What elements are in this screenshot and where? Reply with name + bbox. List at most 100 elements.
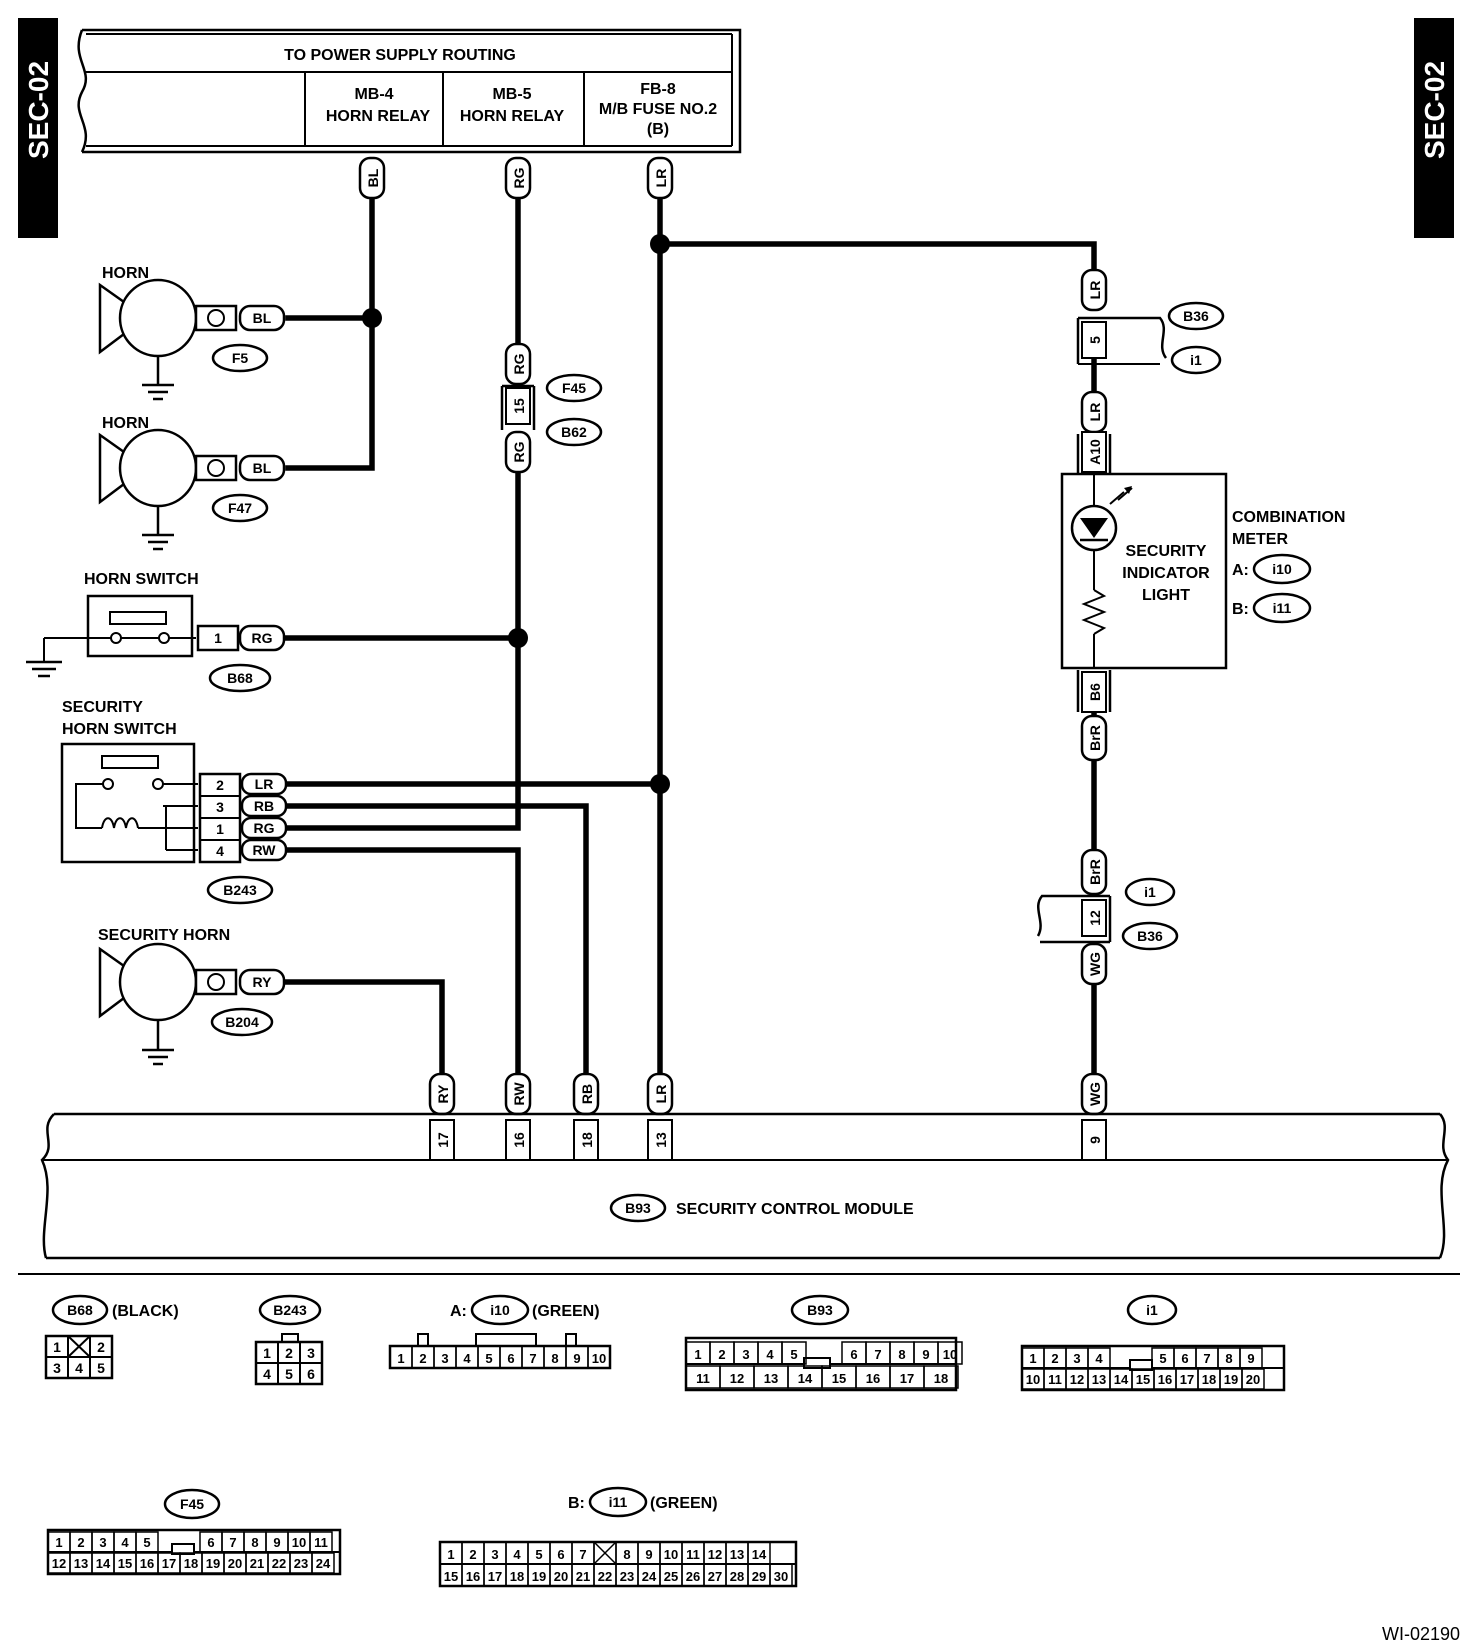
connector-pin-label: 18 bbox=[934, 1371, 948, 1386]
connector-pin-cell bbox=[135, 1531, 159, 1553]
connector-pin-label: 10 bbox=[664, 1547, 678, 1562]
svg-text:13: 13 bbox=[653, 1132, 669, 1148]
connector-pin-label: 20 bbox=[1246, 1372, 1260, 1387]
svg-text:LR: LR bbox=[1087, 403, 1103, 422]
svg-text:3: 3 bbox=[53, 1360, 61, 1376]
connector-pin-cell bbox=[923, 1365, 959, 1389]
svg-text:9: 9 bbox=[1087, 1136, 1103, 1144]
svg-text:4: 4 bbox=[263, 1366, 271, 1382]
connector-pin-label: 13 bbox=[764, 1371, 778, 1386]
svg-text:18: 18 bbox=[579, 1132, 595, 1148]
connector-pin-label: 1 bbox=[55, 1535, 62, 1550]
connector-pin-label: 6 bbox=[557, 1547, 564, 1562]
svg-text:RG: RG bbox=[511, 167, 527, 188]
svg-text:WG: WG bbox=[1087, 952, 1103, 976]
security-control-module: B93 SECURITY CONTROL MODULE bbox=[40, 1112, 1450, 1260]
terminal-9: WG 9 bbox=[1080, 1072, 1108, 1161]
connector-pin-label: 6 bbox=[850, 1347, 857, 1362]
security-horn-switch: SECURITY HORN SWITCH 2 3 1 4 LR RB RG RW… bbox=[60, 699, 288, 905]
connector-pin-label: 13 bbox=[74, 1556, 88, 1571]
security-horn-switch-title1: SECURITY bbox=[62, 699, 143, 716]
connector-pin-label: 15 bbox=[832, 1371, 846, 1386]
connector-pin-cell bbox=[769, 1563, 793, 1587]
connector-pin-label: 8 bbox=[898, 1347, 905, 1362]
connector-pin-label: 1 bbox=[447, 1547, 454, 1562]
connector-pin-label: 13 bbox=[1092, 1372, 1106, 1387]
svg-text:2: 2 bbox=[216, 777, 224, 793]
connector-pin-cell bbox=[1239, 1347, 1263, 1369]
svg-text:(GREEN): (GREEN) bbox=[532, 1303, 600, 1320]
combination-meter-title2: METER bbox=[1232, 531, 1288, 548]
connector-pin-label: 20 bbox=[554, 1569, 568, 1584]
connector-pin-label: 7 bbox=[579, 1547, 586, 1562]
connector-pin-label: 17 bbox=[900, 1371, 914, 1386]
connector-pin-label: 4 bbox=[766, 1347, 774, 1362]
svg-text:F45: F45 bbox=[180, 1496, 204, 1512]
connector-pin-label: 8 bbox=[551, 1351, 558, 1366]
connector-pin-label: 6 bbox=[507, 1351, 514, 1366]
connector-pin-label: 14 bbox=[752, 1547, 767, 1562]
connector-pin-label: 9 bbox=[273, 1535, 280, 1550]
svg-text:i11: i11 bbox=[609, 1494, 628, 1510]
connector-pin-label: 18 bbox=[184, 1556, 198, 1571]
terminal-18: RB 18 bbox=[572, 1072, 600, 1161]
svg-text:2: 2 bbox=[97, 1339, 105, 1355]
connector-pin-label: 16 bbox=[466, 1569, 480, 1584]
connector-pin-label: 21 bbox=[576, 1569, 590, 1584]
connector-pin-label: 4 bbox=[121, 1535, 129, 1550]
connector-pin-label: 5 bbox=[790, 1347, 797, 1362]
connector-pin-label: 11 bbox=[314, 1535, 328, 1550]
svg-text:12: 12 bbox=[1087, 910, 1103, 926]
connector-pin-label: 13 bbox=[730, 1547, 744, 1562]
svg-text:1: 1 bbox=[53, 1339, 61, 1355]
connector-pin-label: 19 bbox=[532, 1569, 546, 1584]
connector-pin-label: 15 bbox=[444, 1569, 458, 1584]
svg-text:1: 1 bbox=[216, 821, 224, 837]
connector-pin-label: 25 bbox=[664, 1569, 678, 1584]
svg-text:B36: B36 bbox=[1137, 928, 1163, 944]
module-terminals: RY 17 RW 16 RB 18 LR 13 WG 9 bbox=[428, 1072, 1108, 1161]
connector-pin-label: 1 bbox=[397, 1351, 404, 1366]
connector-pin-label: 16 bbox=[140, 1556, 154, 1571]
wires bbox=[283, 192, 1097, 1083]
svg-text:B6: B6 bbox=[1087, 683, 1103, 701]
horn-switch-pin: 1 bbox=[214, 630, 222, 646]
terminal-16: RW 16 bbox=[504, 1072, 532, 1161]
svg-text:B93: B93 bbox=[807, 1302, 833, 1318]
connector-pin-label: 7 bbox=[229, 1535, 236, 1550]
svg-text:RB: RB bbox=[254, 798, 274, 814]
connector-pin-label: 24 bbox=[316, 1556, 331, 1571]
connector-pin-label: 2 bbox=[1051, 1351, 1058, 1366]
horn-switch: HORN SWITCH 1 RG B68 bbox=[26, 571, 286, 693]
connector-pin-label: 2 bbox=[77, 1535, 84, 1550]
rg-junction-connector: RG 15 RG F45 B62 bbox=[500, 342, 603, 474]
power-box-title: TO POWER SUPPLY ROUTING bbox=[284, 47, 516, 64]
power-supply-box: TO POWER SUPPLY ROUTING MB-4 HORN RELAY … bbox=[77, 28, 742, 154]
connector-pin-label: 5 bbox=[535, 1547, 542, 1562]
connector-pin-label: 9 bbox=[922, 1347, 929, 1362]
security-horn-title: SECURITY HORN bbox=[98, 927, 230, 944]
connector-pin-label: 6 bbox=[1181, 1351, 1188, 1366]
svg-text:A:: A: bbox=[1232, 562, 1249, 579]
connector-pin-label: 27 bbox=[708, 1569, 722, 1584]
connector-pin-label: 22 bbox=[598, 1569, 612, 1584]
connector-pin-label: 8 bbox=[1225, 1351, 1232, 1366]
connector-face-b68: B68 (BLACK) 1 2 3 4 5 bbox=[44, 1294, 179, 1380]
module-name: SECURITY CONTROL MODULE bbox=[676, 1201, 914, 1218]
svg-text:RW: RW bbox=[511, 1082, 527, 1106]
module-connector: B93 bbox=[625, 1200, 651, 1216]
connector-pin-label: 26 bbox=[686, 1569, 700, 1584]
connector-pin-label: 14 bbox=[1114, 1372, 1129, 1387]
connector-pin-label: 16 bbox=[866, 1371, 880, 1386]
horn-switch-wire: RG bbox=[252, 630, 273, 646]
svg-text:4: 4 bbox=[216, 843, 224, 859]
connector-pin-label: 14 bbox=[96, 1556, 111, 1571]
connector-pin-label: 10 bbox=[943, 1347, 957, 1362]
svg-text:BL: BL bbox=[365, 168, 381, 187]
connector-pin-label: 8 bbox=[623, 1547, 630, 1562]
connector-pin-label: 17 bbox=[1180, 1372, 1194, 1387]
connector-pin-label: 22 bbox=[272, 1556, 286, 1571]
page-tag-right: SEC-02 bbox=[1414, 18, 1454, 238]
